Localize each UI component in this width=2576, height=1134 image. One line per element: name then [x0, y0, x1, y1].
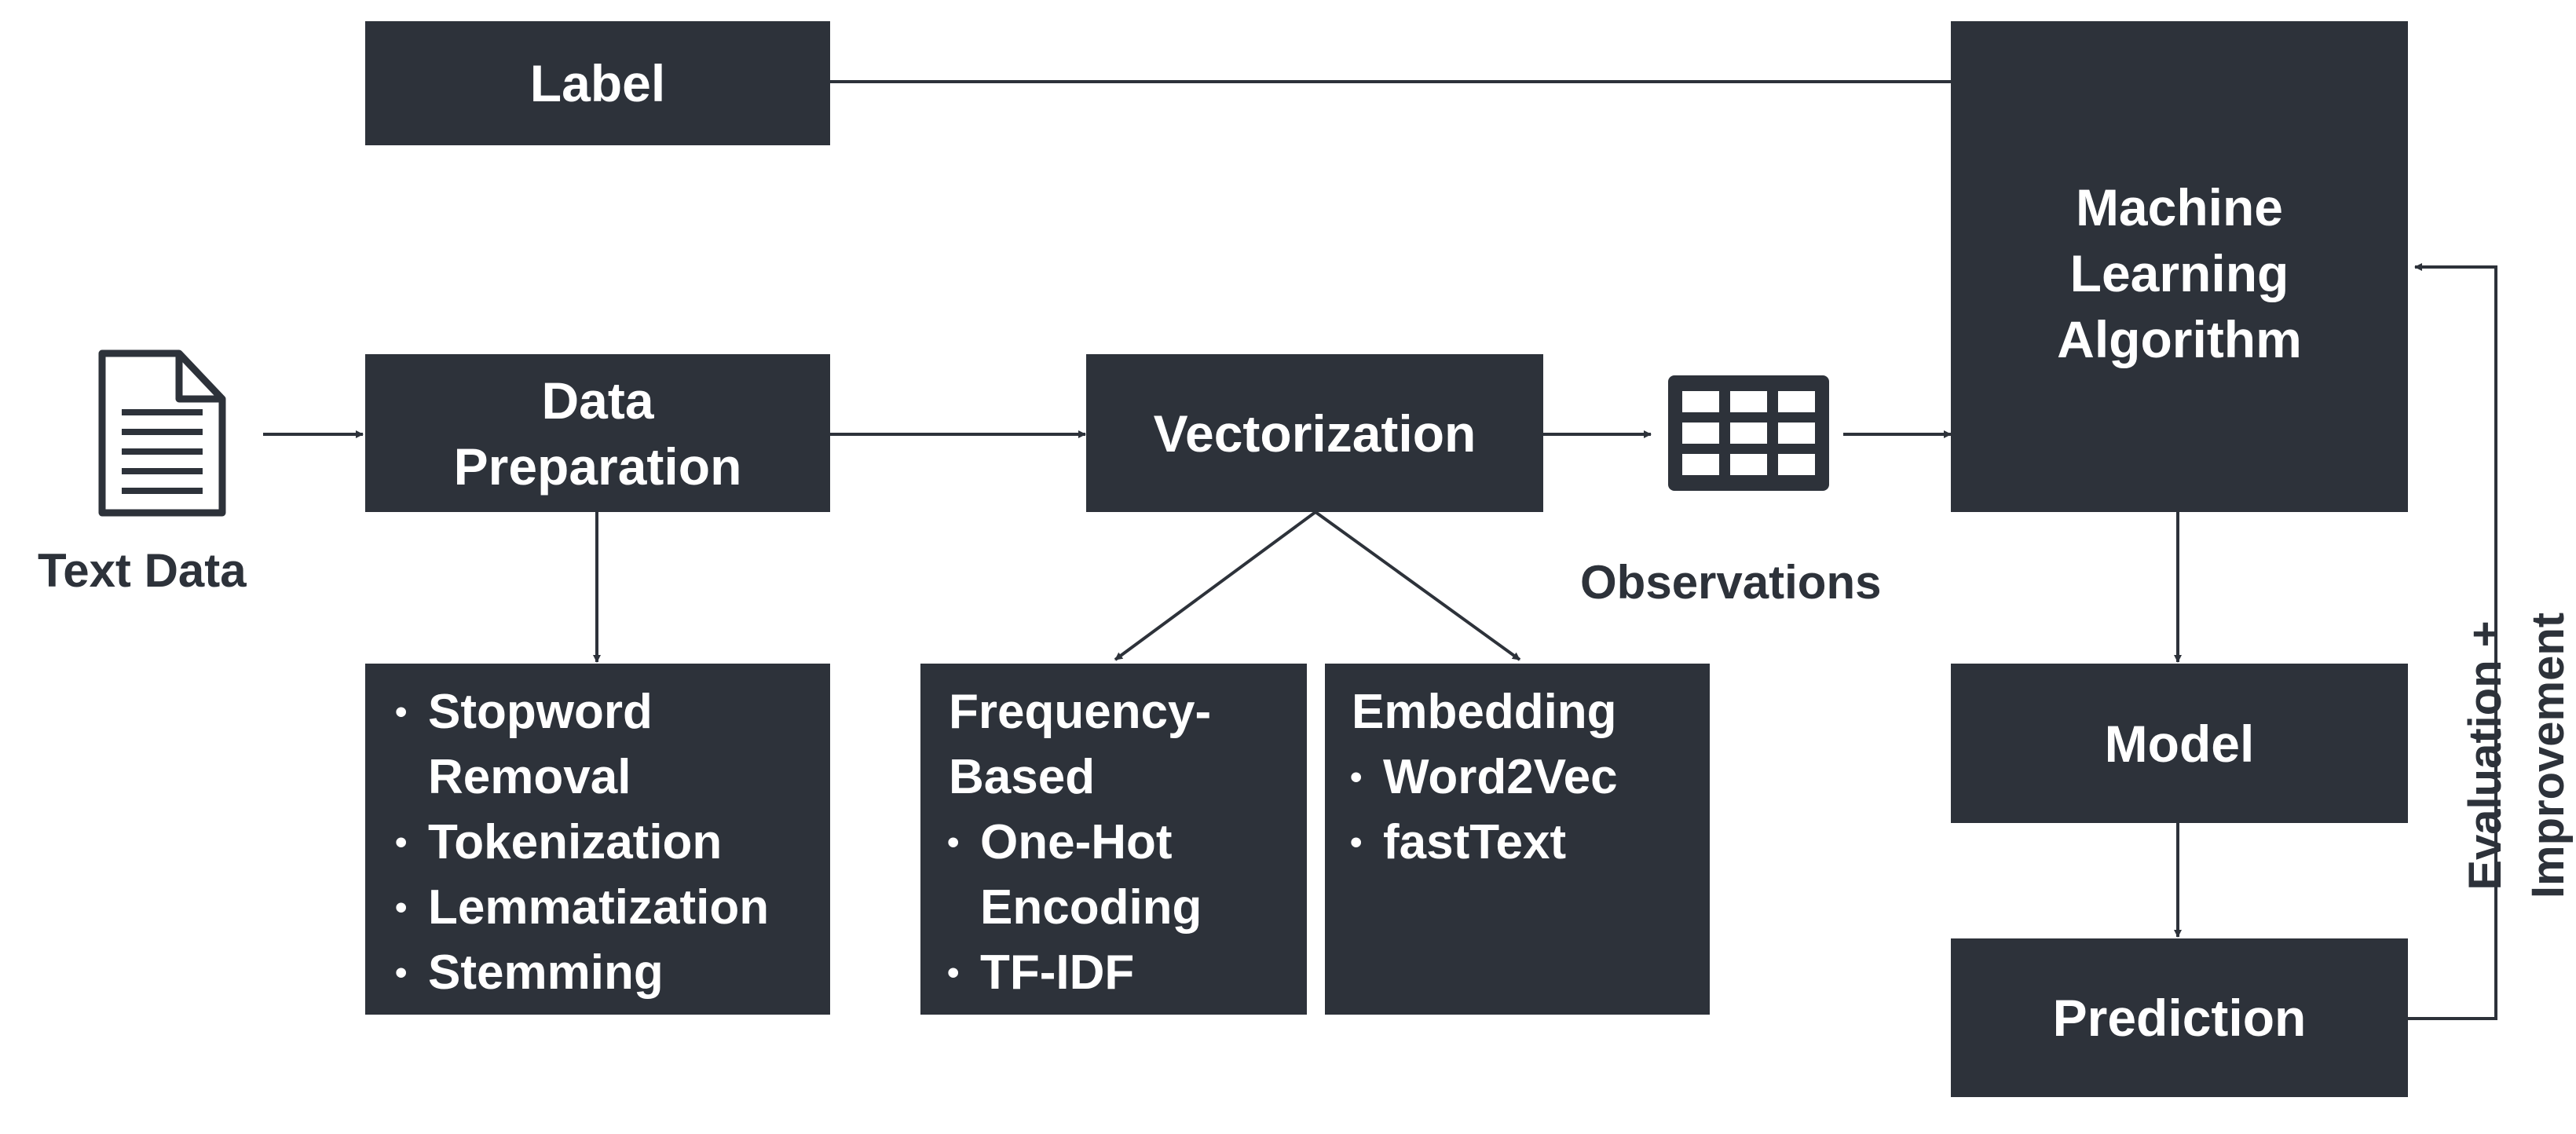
list-item: Stemming	[381, 940, 830, 1005]
prediction-text: Prediction	[2052, 989, 2307, 1047]
table-grid-icon	[1668, 375, 1829, 491]
observations-caption: Observations	[1580, 556, 1882, 609]
step-stemming: Stemming	[428, 946, 664, 1000]
vectorization-to-frequency-arrow	[1114, 510, 1317, 661]
step-lemmatization: Lemmatization	[428, 880, 770, 935]
model-box: Model	[1951, 664, 2408, 823]
word2vec-item: Word2Vec	[1383, 750, 1618, 804]
data-preparation-box: Data Preparation	[365, 354, 830, 512]
frequency-based-list: One-Hot Encoding TF-IDF	[933, 810, 1307, 1005]
embedding-list: Word2Vec fastText	[1336, 744, 1710, 875]
model-text: Model	[2104, 714, 2255, 773]
ml-algorithm-box: Machine Learning Algorithm	[1951, 21, 2408, 512]
preparation-steps-list: Stopword Removal Tokenization Lemmatizat…	[381, 679, 830, 1005]
embedding-title: Embedding	[1352, 685, 1617, 739]
label-box: Label	[365, 21, 830, 145]
one-hot-encoding-item: One-Hot Encoding	[980, 815, 1202, 935]
data-preparation-text: Data Preparation	[453, 371, 742, 496]
embedding-box: Embedding Word2Vec fastText	[1325, 664, 1710, 1015]
text-data-caption: Text Data	[38, 544, 247, 597]
step-stopword-removal: Stopword Removal	[428, 685, 653, 804]
vectorization-box: Vectorization	[1086, 354, 1543, 512]
document-icon	[98, 349, 226, 517]
list-item: fastText	[1336, 810, 1710, 875]
ml-algorithm-text: Machine Learning Algorithm	[2057, 178, 2302, 368]
list-item: One-Hot Encoding	[933, 810, 1307, 940]
vectorization-text: Vectorization	[1153, 404, 1476, 463]
list-item: Lemmatization	[381, 875, 830, 940]
fasttext-item: fastText	[1383, 815, 1567, 869]
preparation-steps-box: Stopword Removal Tokenization Lemmatizat…	[365, 664, 830, 1015]
tf-idf-item: TF-IDF	[980, 946, 1135, 1000]
step-tokenization: Tokenization	[428, 815, 723, 869]
list-item: Stopword Removal	[381, 679, 830, 810]
frequency-based-title: Frequency- Based	[949, 685, 1212, 804]
list-item: Tokenization	[381, 810, 830, 875]
prediction-box: Prediction	[1951, 938, 2408, 1097]
list-item: TF-IDF	[933, 940, 1307, 1005]
evaluation-improvement-label: Evaluation + Improvement	[2460, 612, 2574, 899]
list-item: Word2Vec	[1336, 744, 1710, 810]
vectorization-to-embedding-arrow	[1314, 510, 1521, 661]
feedback-loop-arrow	[2408, 263, 2497, 1020]
label-box-text: Label	[529, 54, 666, 112]
frequency-based-box: Frequency- Based One-Hot Encoding TF-IDF	[920, 664, 1307, 1015]
